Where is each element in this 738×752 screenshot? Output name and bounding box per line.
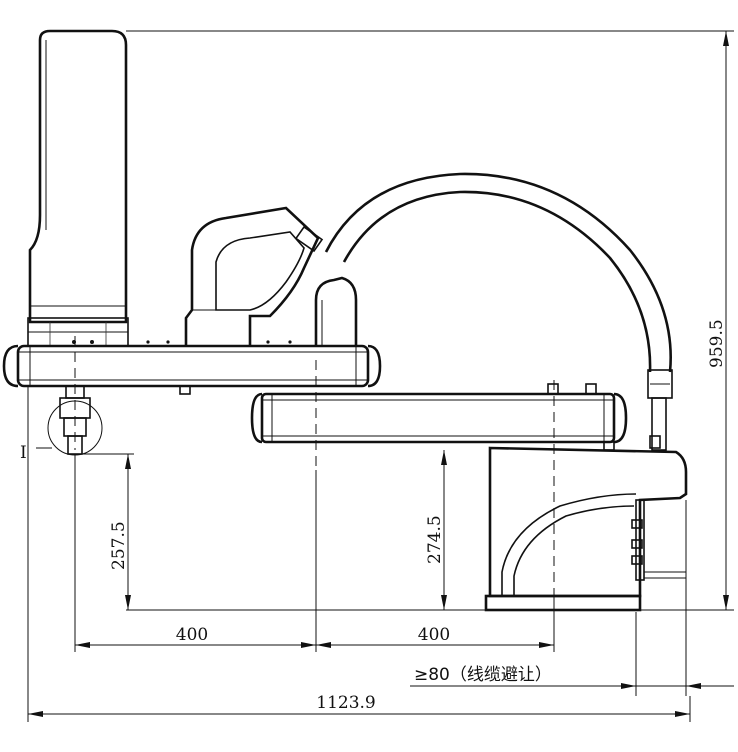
dim-total-width-label: 1123.9 — [316, 693, 375, 713]
dim-stroke-left: 257.5 — [75, 453, 486, 611]
dim-arm2-label: 400 — [418, 625, 450, 645]
arm-1 — [2, 340, 382, 395]
elbow-housing — [184, 206, 358, 346]
vertical-column — [27, 29, 129, 347]
dim-total-height: 959.5 — [126, 30, 734, 611]
dim-arm1-label: 400 — [176, 625, 208, 645]
dim-stroke-left-label: 257.5 — [109, 521, 129, 570]
detail-marker-label: I — [20, 443, 27, 463]
center-lines — [74, 336, 555, 590]
cable-arch — [324, 172, 673, 451]
dim-cable-clearance-label: ≥80（线缆避让） — [414, 665, 552, 685]
dim-cable-clearance: ≥80（线缆避让） — [410, 500, 734, 696]
arm-2 — [250, 383, 628, 451]
dim-stroke-right-label: 274.5 — [425, 515, 445, 564]
detail-marker: I — [20, 443, 52, 463]
dim-stroke-right: 274.5 — [425, 450, 447, 610]
robot-base — [484, 446, 688, 612]
dim-total-height-label: 959.5 — [707, 319, 727, 368]
dim-total-width: 1123.9 — [27, 386, 691, 722]
dim-arm-lengths: 400 400 — [74, 454, 555, 652]
